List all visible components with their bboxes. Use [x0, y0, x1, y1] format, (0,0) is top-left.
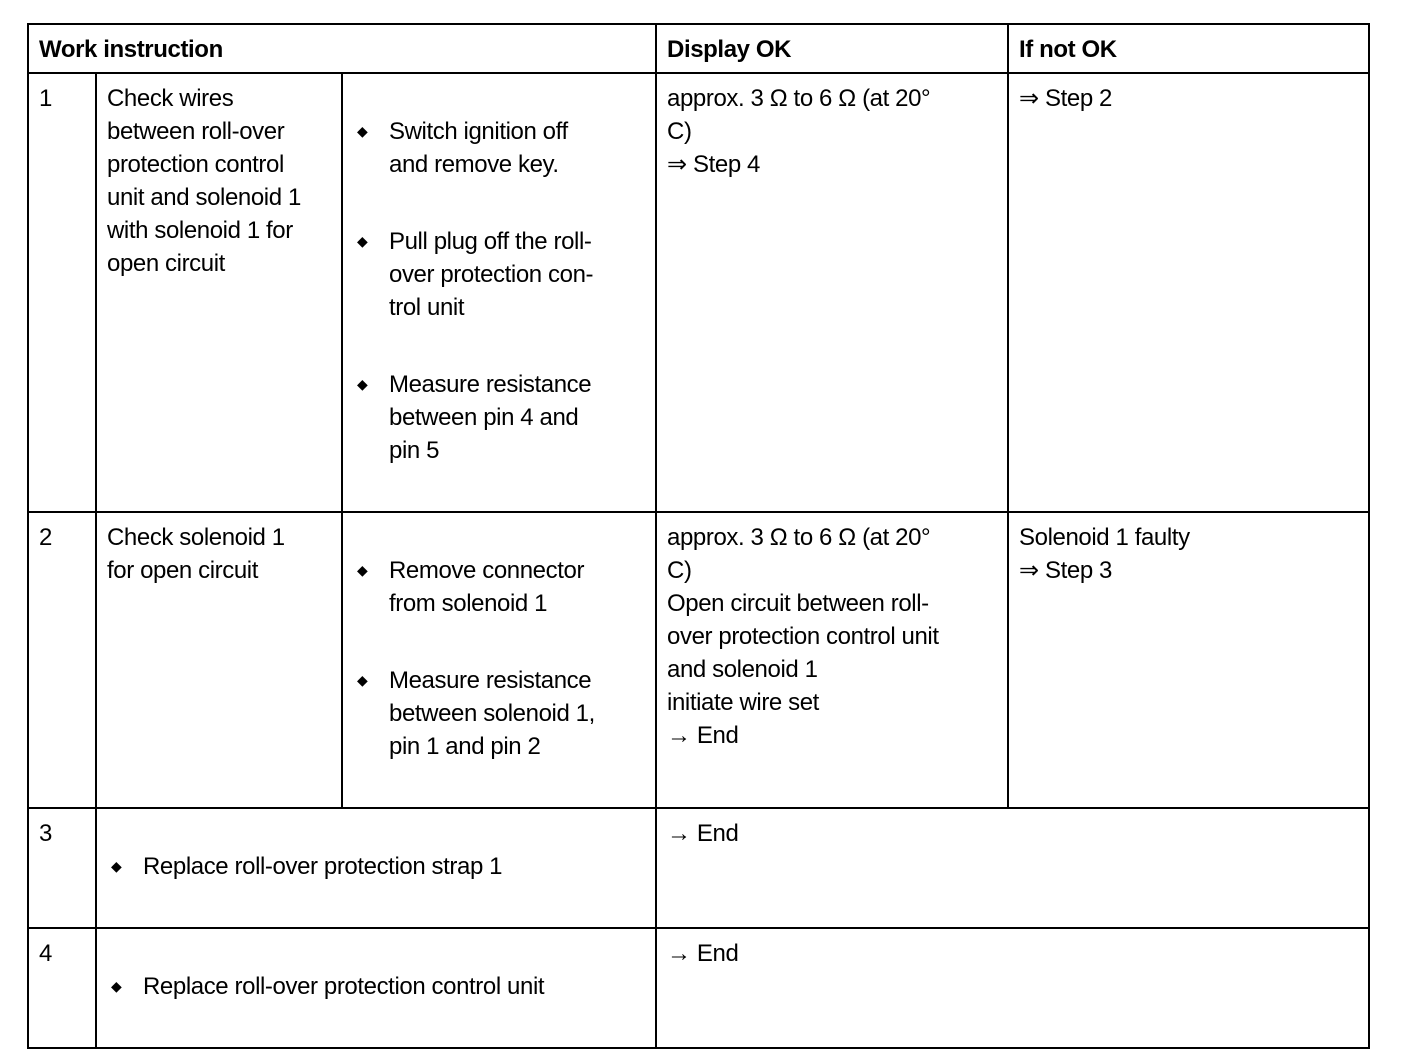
procedure-text: Replace roll-over protection control uni… — [143, 973, 545, 1000]
if-not-ok-cell: ⇒ Step 2 — [1007, 72, 1371, 513]
procedure-text: Switch ignition off and remove key. — [389, 118, 568, 178]
header-work-instruction: Work instruction — [26, 23, 658, 74]
work-instruction-table: Work instruction Display OK If not OK 1 … — [26, 23, 1371, 1049]
diamond-bullet-icon: ◆ — [357, 562, 368, 578]
result-cell: → End — [655, 807, 1371, 929]
display-ok-cell: approx. 3 Ω to 6 Ω (at 20° C) ⇒ Step 4 — [655, 72, 1010, 513]
check-description: Check solenoid 1 for open circuit — [95, 511, 343, 809]
step-number: 2 — [27, 511, 97, 809]
table-row: 1 Check wires between roll-over protecti… — [27, 72, 1371, 513]
table-row: 4 ◆ Replace roll-over protection control … — [27, 927, 1371, 1049]
diamond-bullet-icon: ◆ — [357, 672, 368, 688]
procedure-text: Measure resistance between pin 4 and pin… — [389, 371, 592, 464]
list-item: ◆ Measure resistance between pin 4 and pi… — [353, 368, 645, 467]
list-item: ◆ Switch ignition off and remove key. — [353, 115, 645, 181]
header-if-not-ok: If not OK — [1007, 23, 1371, 74]
diamond-bullet-icon: ◆ — [111, 858, 122, 874]
diamond-bullet-icon: ◆ — [357, 123, 368, 139]
procedure-cell: ◆ Replace roll-over protection control un… — [94, 927, 658, 1049]
result-cell: → End — [655, 927, 1371, 1049]
if-not-ok-cell: Solenoid 1 faulty ⇒ Step 3 — [1007, 511, 1371, 809]
procedure-text: Replace roll-over protection strap 1 — [143, 853, 503, 880]
procedure-cell: ◆ Switch ignition off and remove key. ◆ Pu… — [340, 72, 658, 513]
table-row: 2 Check solenoid 1 for open circuit ◆ Rem… — [27, 511, 1371, 809]
table-row: 3 ◆Replace roll-over protection strap 1 … — [27, 807, 1371, 929]
procedure-text: Pull plug off the roll- over protection … — [389, 228, 594, 321]
header-display-ok: Display OK — [655, 23, 1010, 74]
procedure-text: Measure resistance between solenoid 1, p… — [389, 667, 595, 760]
diamond-bullet-icon: ◆ — [111, 978, 122, 994]
list-item: ◆ Measure resistance between solenoid 1, … — [353, 664, 645, 763]
list-item: ◆ Replace roll-over protection control un… — [107, 970, 645, 1003]
header-row: Work instruction Display OK If not OK — [26, 23, 1371, 74]
diamond-bullet-icon: ◆ — [357, 376, 368, 392]
display-ok-cell: approx. 3 Ω to 6 Ω (at 20° C) Open circu… — [655, 511, 1010, 809]
procedure-cell: ◆ Replace roll-over protection strap 1 — [94, 807, 658, 929]
check-description: Check wires between roll-over protection… — [95, 72, 343, 513]
step-number: 3 — [27, 807, 97, 929]
procedure-text: Remove connector from solenoid 1 — [389, 557, 585, 617]
procedure-cell: ◆ Remove connector from solenoid 1 ◆ Measu… — [340, 511, 658, 809]
list-item: ◆ Remove connector from solenoid 1 — [353, 554, 645, 620]
list-item: ◆ Pull plug off the roll- over protection… — [353, 225, 645, 324]
diamond-bullet-icon: ◆ — [357, 233, 368, 249]
step-number: 4 — [27, 927, 97, 1049]
list-item: ◆ Replace roll-over protection strap 1 — [107, 850, 645, 883]
step-number: 1 — [27, 72, 97, 513]
